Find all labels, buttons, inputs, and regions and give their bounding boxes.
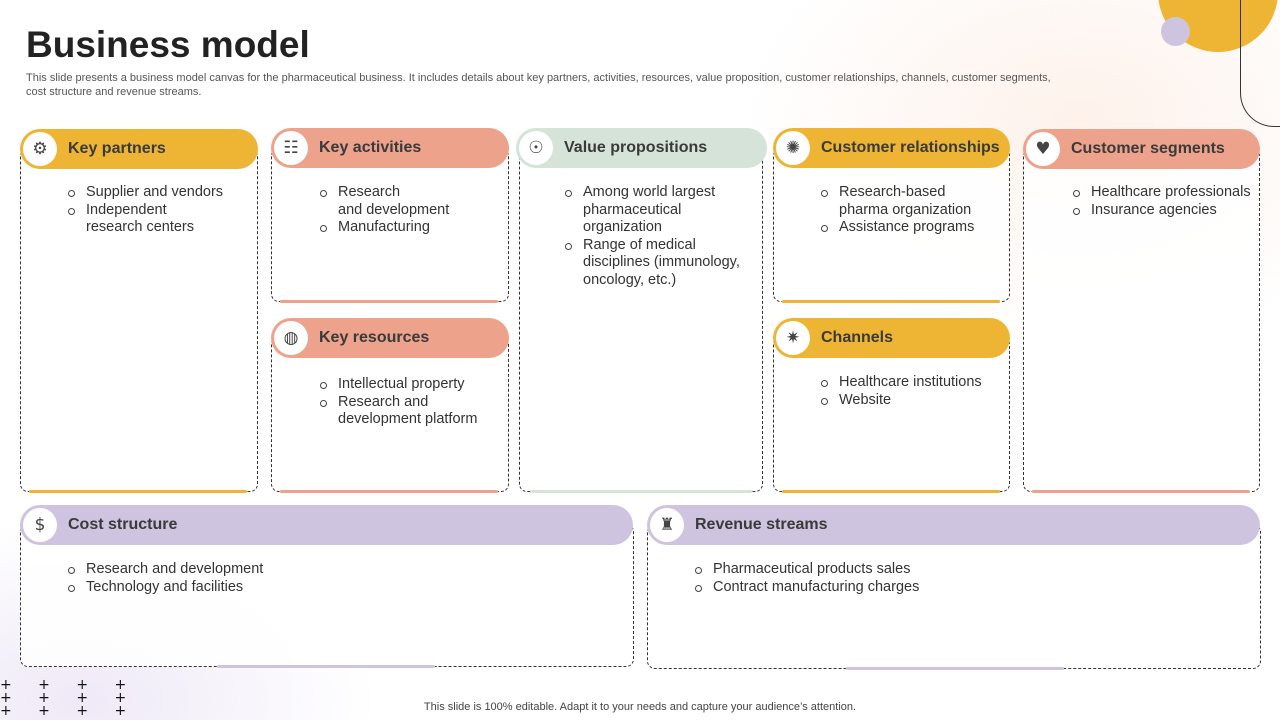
list-item: Research and development	[318, 184, 508, 219]
list-item: Contract manufacturing charges	[693, 579, 1093, 597]
customer-segments-list: Healthcare professionals Insurance agenc…	[1071, 184, 1261, 219]
handshake-icon: ✺	[776, 131, 810, 165]
list-item: Independent research centers	[66, 202, 256, 237]
value-propositions-box	[519, 148, 763, 493]
channels-header: ✷ Channels	[773, 318, 1010, 358]
list-item: Manufacturing	[318, 219, 508, 237]
list-item: Healthcare institutions	[819, 374, 1009, 392]
key-activities-header: ☷ Key activities	[271, 128, 509, 168]
list-item: Assistance programs	[819, 219, 1009, 237]
revenue-streams-header: ♜ Revenue streams	[647, 505, 1260, 545]
decorative-arc	[1240, 0, 1280, 127]
customer-segments-header: ♥ Customer segments	[1023, 129, 1260, 169]
decorative-plus-pattern: + + + ++ + + ++ + + +	[0, 677, 138, 719]
value-propositions-list: Among world largest pharmaceutical organ…	[563, 184, 763, 289]
hand-person-icon: ☉	[519, 131, 553, 165]
cost-structure-list: Research and development Technology and …	[66, 561, 466, 596]
revenue-streams-list: Pharmaceutical products sales Contract m…	[693, 561, 1093, 596]
cost-structure-box	[20, 524, 634, 668]
cost-structure-header: $ Cost structure	[20, 505, 633, 545]
value-propositions-header: ☉ Value propositions	[516, 128, 767, 168]
key-activities-box	[271, 148, 509, 303]
list-item: Among world largest pharmaceutical organ…	[563, 184, 763, 237]
customer-relationships-header: ✺ Customer relationships	[773, 128, 1010, 168]
list-item: Research-based pharma organization	[819, 184, 1009, 219]
list-item: Insurance agencies	[1071, 202, 1261, 220]
key-activities-list: Research and development Manufacturing	[318, 184, 508, 237]
customer-relationships-box	[773, 148, 1010, 303]
channels-list: Healthcare institutions Website	[819, 374, 1009, 409]
money-bag-icon: $	[23, 508, 57, 542]
hand-heart-icon: ♥	[1026, 132, 1060, 166]
key-resources-title: Key resources	[319, 329, 430, 346]
key-resources-list: Intellectual property Research and devel…	[318, 376, 508, 429]
revenue-streams-box	[647, 524, 1261, 670]
list-item: Research and development	[66, 561, 466, 579]
key-partners-header: ⚙ Key partners	[20, 129, 258, 169]
partners-icon: ⚙	[23, 132, 57, 166]
key-resources-box	[271, 336, 509, 493]
channels-title: Channels	[821, 329, 894, 346]
list-item: Supplier and vendors	[66, 184, 256, 202]
key-partners-title: Key partners	[68, 140, 166, 157]
list-item: Pharmaceutical products sales	[693, 561, 1093, 579]
list-item: Healthcare professionals	[1071, 184, 1261, 202]
revenue-bag-icon: ♜	[650, 508, 684, 542]
key-activities-title: Key activities	[319, 139, 422, 156]
network-icon: ✷	[776, 321, 810, 355]
list-item: Research and development platform	[318, 394, 508, 429]
channels-box	[773, 336, 1010, 493]
footer-note: This slide is 100% editable. Adapt it to…	[423, 701, 857, 713]
customer-segments-box	[1023, 148, 1260, 493]
key-partners-list: Supplier and vendors Independent researc…	[66, 184, 256, 237]
revenue-streams-title: Revenue streams	[695, 516, 828, 533]
list-item: Technology and facilities	[66, 579, 466, 597]
list-item: Range of medical disciplines (immunology…	[563, 237, 763, 290]
checklist-icon: ☷	[274, 131, 308, 165]
cost-structure-title: Cost structure	[68, 516, 178, 533]
customer-relationships-list: Research-based pharma organization Assis…	[819, 184, 1009, 237]
value-propositions-title: Value propositions	[564, 139, 708, 156]
team-globe-icon: ◍	[274, 321, 308, 355]
key-partners-box	[20, 148, 258, 493]
decorative-dot	[1161, 17, 1190, 46]
page-title: Business model	[26, 24, 310, 65]
list-item: Website	[819, 392, 1009, 410]
key-resources-header: ◍ Key resources	[271, 318, 509, 358]
page-subtitle: This slide presents a business model can…	[26, 72, 1051, 98]
list-item: Intellectual property	[318, 376, 508, 394]
customer-relationships-title: Customer relationships	[821, 139, 1000, 156]
customer-segments-title: Customer segments	[1071, 140, 1225, 157]
